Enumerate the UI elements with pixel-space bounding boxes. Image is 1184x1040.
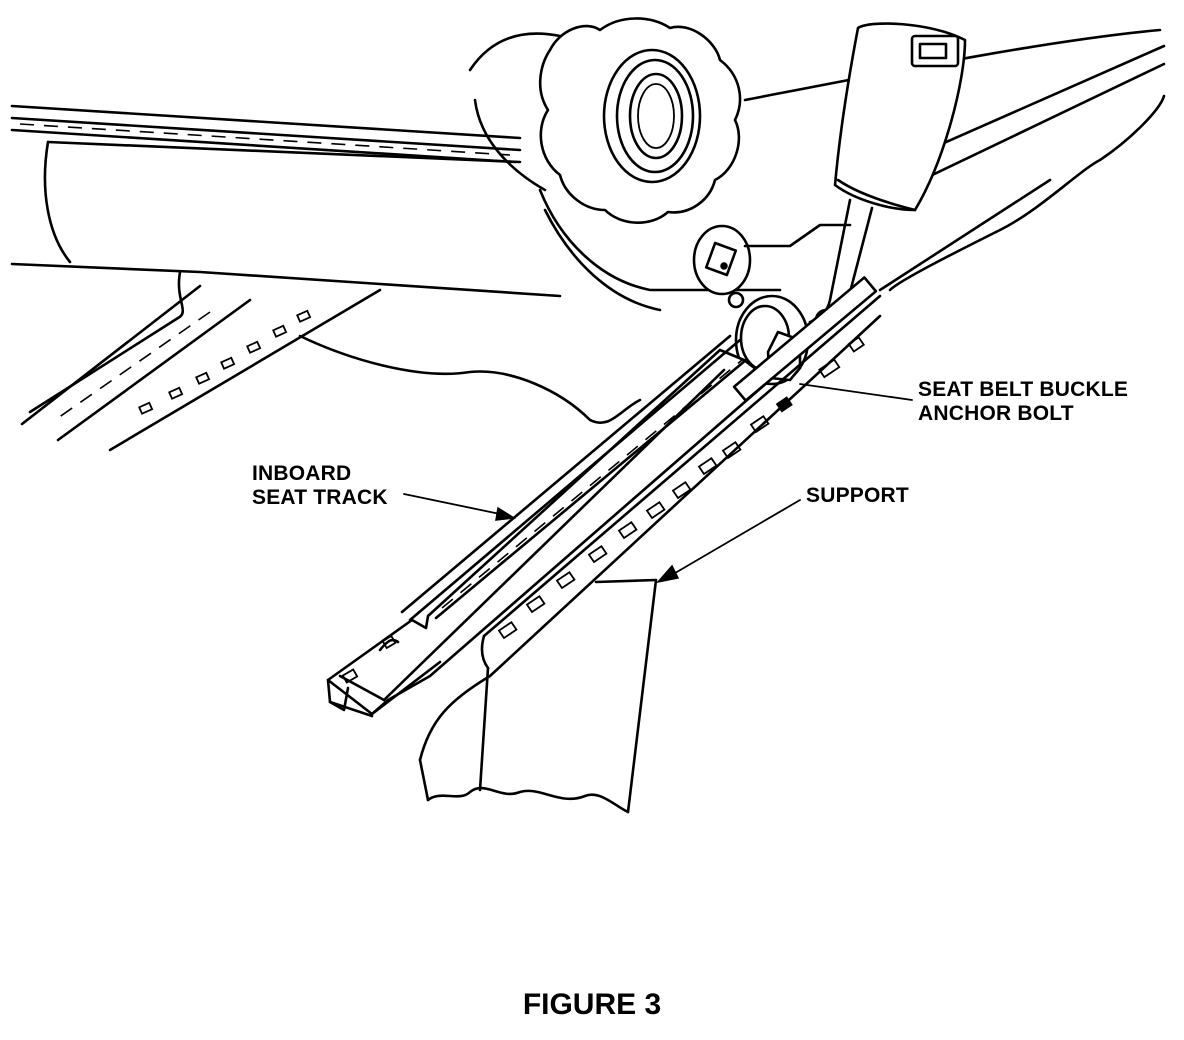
outboard-rail-slots [138,309,312,415]
seat-frame-outboard-rail [10,104,642,452]
callout-leaders [403,383,913,584]
anchor-bolt-label-line1: SEAT BELT BUCKLE [918,378,1129,401]
inboard-seat-track [326,276,878,718]
inboard-seat-track-label-line1: INBOARD [252,462,352,485]
anchor-bolt-label-line2: ANCHOR BOLT [918,402,1074,425]
figure-caption: FIGURE 3 [522,988,662,1021]
support-label-line1: SUPPORT [806,484,909,507]
track-support [418,294,882,814]
anchor-bolt-label: SEAT BELT BUCKLE ANCHOR BOLT [918,378,1128,426]
seat-adjuster-knob [468,17,782,312]
inboard-seat-track-label-line2: SEAT TRACK [252,486,388,509]
inboard-seat-track-label: INBOARD SEAT TRACK [252,462,388,510]
support-label: SUPPORT [806,484,909,508]
seat-pivot-bracket [692,223,852,309]
seat-belt-buckle [808,22,967,328]
